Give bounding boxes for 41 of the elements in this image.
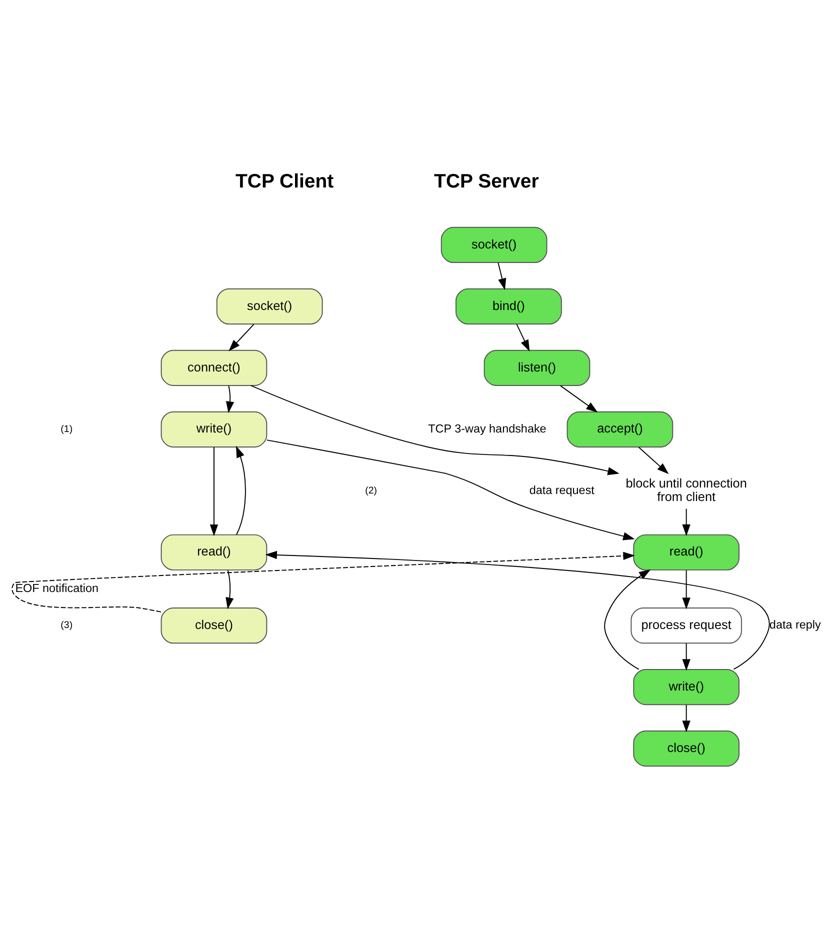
- label: (3): [60, 620, 73, 632]
- edge-label: TCP 3-way handshake: [428, 422, 546, 436]
- node-box: socket(): [440, 226, 548, 263]
- arrow: [638, 446, 669, 474]
- arrow: [12, 552, 635, 612]
- node-box: write(): [633, 669, 740, 706]
- node-box: close(): [160, 608, 268, 644]
- arrow: [228, 324, 254, 352]
- arrow: [604, 569, 651, 670]
- arrow: [516, 324, 530, 352]
- arrow: [226, 385, 234, 414]
- arrow: [265, 550, 770, 670]
- arrow: [226, 570, 234, 610]
- label: TCP Client: [235, 170, 334, 192]
- node-box: accept(): [566, 411, 674, 448]
- arrow: [682, 642, 690, 671]
- node-box: listen(): [484, 350, 590, 386]
- node-box: read(): [633, 534, 740, 570]
- label: (2): [365, 485, 378, 496]
- arrow: [210, 446, 218, 536]
- arrow: [250, 385, 620, 476]
- arrow: [560, 385, 598, 413]
- label: TCP Server: [434, 170, 539, 192]
- edge-label: data reply: [769, 618, 821, 632]
- node-box: write(): [160, 411, 268, 448]
- arrow: [498, 262, 506, 290]
- node-box: bind(): [456, 288, 562, 324]
- edge-label: data request: [529, 484, 594, 497]
- node-box: connect(): [160, 350, 268, 386]
- node-text: block until connection from client: [626, 476, 747, 504]
- node-box: process request: [630, 608, 742, 644]
- label: (1): [60, 424, 73, 435]
- arrow: [266, 440, 635, 540]
- arrow: [682, 570, 690, 610]
- node-box: socket(): [216, 288, 323, 324]
- node-box: close(): [633, 730, 740, 767]
- arrow: [236, 446, 246, 536]
- arrow: [682, 704, 690, 732]
- arrow: [682, 508, 690, 536]
- node-box: read(): [160, 534, 268, 570]
- edge-label: EOF notification: [15, 582, 98, 595]
